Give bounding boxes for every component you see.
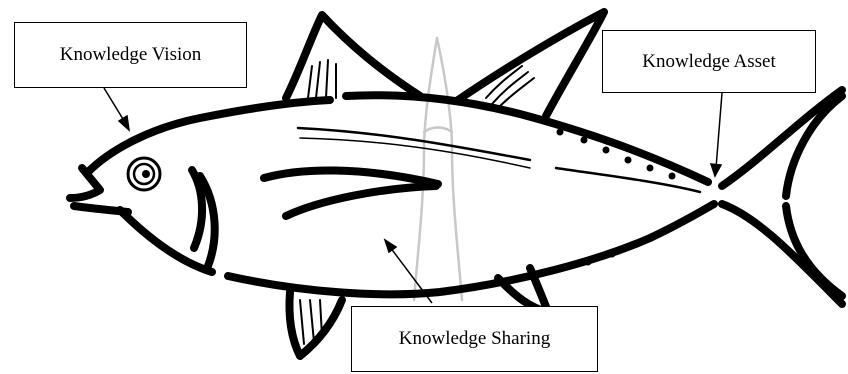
lateral-line (298, 128, 700, 192)
knowledge-asset-label: Knowledge Asset (602, 30, 816, 93)
fish-eye (128, 158, 160, 190)
anal-fin (289, 292, 342, 356)
tail-fin (722, 90, 842, 304)
dorsal-fin (286, 15, 420, 98)
knowledge-vision-label: Knowledge Vision (14, 22, 247, 88)
second-dorsal-fin (458, 12, 604, 116)
arrow-asset (716, 93, 722, 168)
body-outline (70, 95, 714, 294)
spine-watermark (414, 38, 462, 300)
finlets (557, 129, 676, 266)
knowledge-sharing-label: Knowledge Sharing (351, 306, 598, 372)
